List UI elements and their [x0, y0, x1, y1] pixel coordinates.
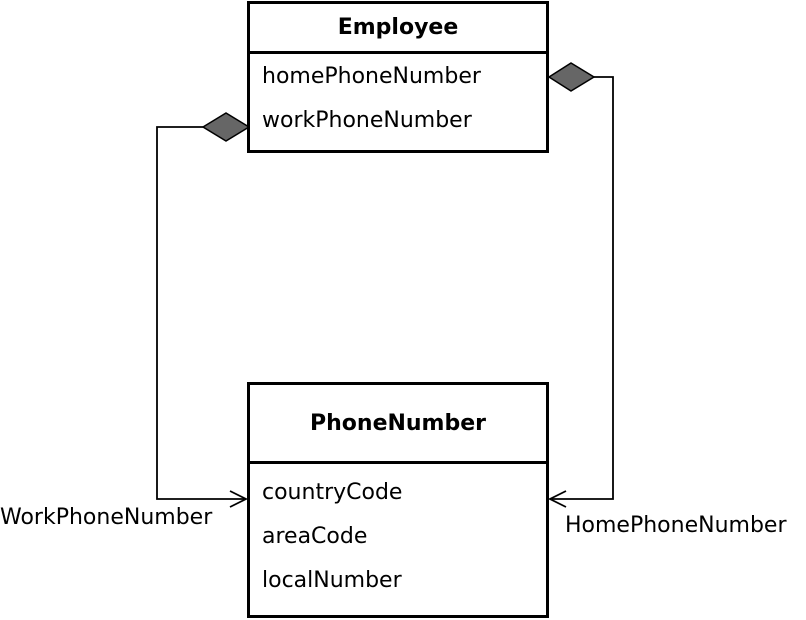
home-composition-diamond — [547, 62, 596, 92]
home-arrowhead — [547, 490, 567, 508]
employee-attributes: homePhoneNumber workPhoneNumber — [250, 54, 546, 143]
work-arrowhead — [229, 490, 249, 508]
home-association-label: HomePhoneNumber — [565, 513, 787, 538]
work-association-line — [156, 126, 244, 500]
phone-number-class-name: PhoneNumber — [250, 385, 546, 464]
home-association-line — [552, 76, 614, 500]
work-composition-diamond — [201, 112, 251, 142]
employee-class-box: Employee homePhoneNumber workPhoneNumber — [247, 1, 549, 153]
employee-class-name: Employee — [250, 4, 546, 54]
attribute-country-code: countryCode — [262, 480, 403, 505]
attribute-area-code: areaCode — [262, 524, 368, 549]
work-association-label: WorkPhoneNumber — [0, 505, 213, 530]
attribute-home-phone-number: homePhoneNumber — [262, 64, 481, 89]
attribute-work-phone-number: workPhoneNumber — [262, 108, 472, 133]
phone-number-attributes: countryCode areaCode localNumber — [250, 464, 546, 603]
attribute-local-number: localNumber — [262, 568, 402, 593]
phone-number-class-box: PhoneNumber countryCode areaCode localNu… — [247, 382, 549, 618]
